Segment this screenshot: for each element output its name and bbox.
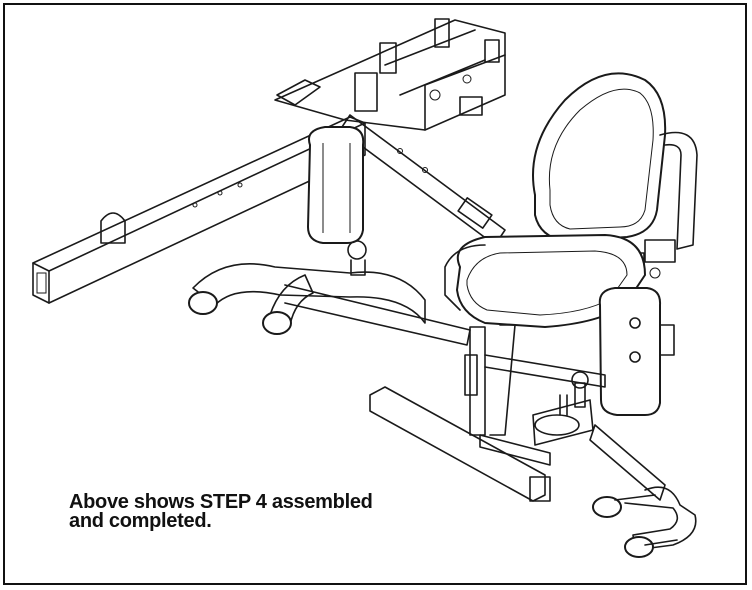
right-handles	[589, 424, 697, 558]
figure-frame: Above shows STEP 4 assembled and complet…	[3, 3, 747, 585]
caption-line-2: and completed.	[69, 510, 212, 532]
left-arm-pad	[306, 126, 367, 276]
long-rail	[32, 116, 366, 304]
assembly-drawing	[32, 18, 698, 558]
base-frame	[369, 324, 606, 502]
left-handles	[188, 263, 471, 346]
seat-back	[532, 72, 698, 279]
caption-line-1: Above shows STEP 4 assembled	[69, 491, 373, 513]
rear-frame	[274, 18, 506, 131]
right-arm-pad	[598, 287, 675, 416]
step-caption: Above shows STEP 4 assembled and complet…	[69, 491, 373, 532]
